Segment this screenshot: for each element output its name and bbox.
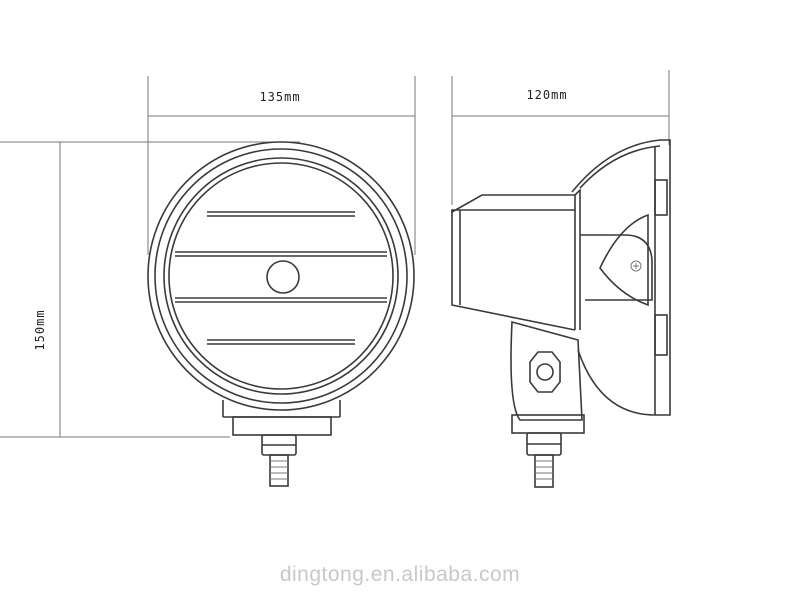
front-view: 135mm 150mm xyxy=(0,76,416,487)
side-mount xyxy=(510,320,585,488)
front-mount xyxy=(222,400,341,487)
center-lens-dot xyxy=(266,260,300,294)
side-dome xyxy=(571,139,671,416)
front-lamp-housing xyxy=(147,141,415,411)
depth-dimension: 120mm xyxy=(451,70,670,205)
width-dimension: 135mm xyxy=(147,76,416,255)
hex-nut-icon xyxy=(529,351,561,393)
front-grille xyxy=(175,211,387,345)
depth-dimension-label: 120mm xyxy=(526,88,567,102)
side-rear-housing xyxy=(451,188,581,331)
side-view: 120mm xyxy=(451,70,671,488)
height-dimension-label: 150mm xyxy=(33,309,47,350)
screw-icon xyxy=(630,260,642,272)
width-dimension-label: 135mm xyxy=(259,90,300,104)
watermark-text: dingtong.en.alibaba.com xyxy=(279,563,521,586)
height-dimension: 150mm xyxy=(0,141,300,438)
